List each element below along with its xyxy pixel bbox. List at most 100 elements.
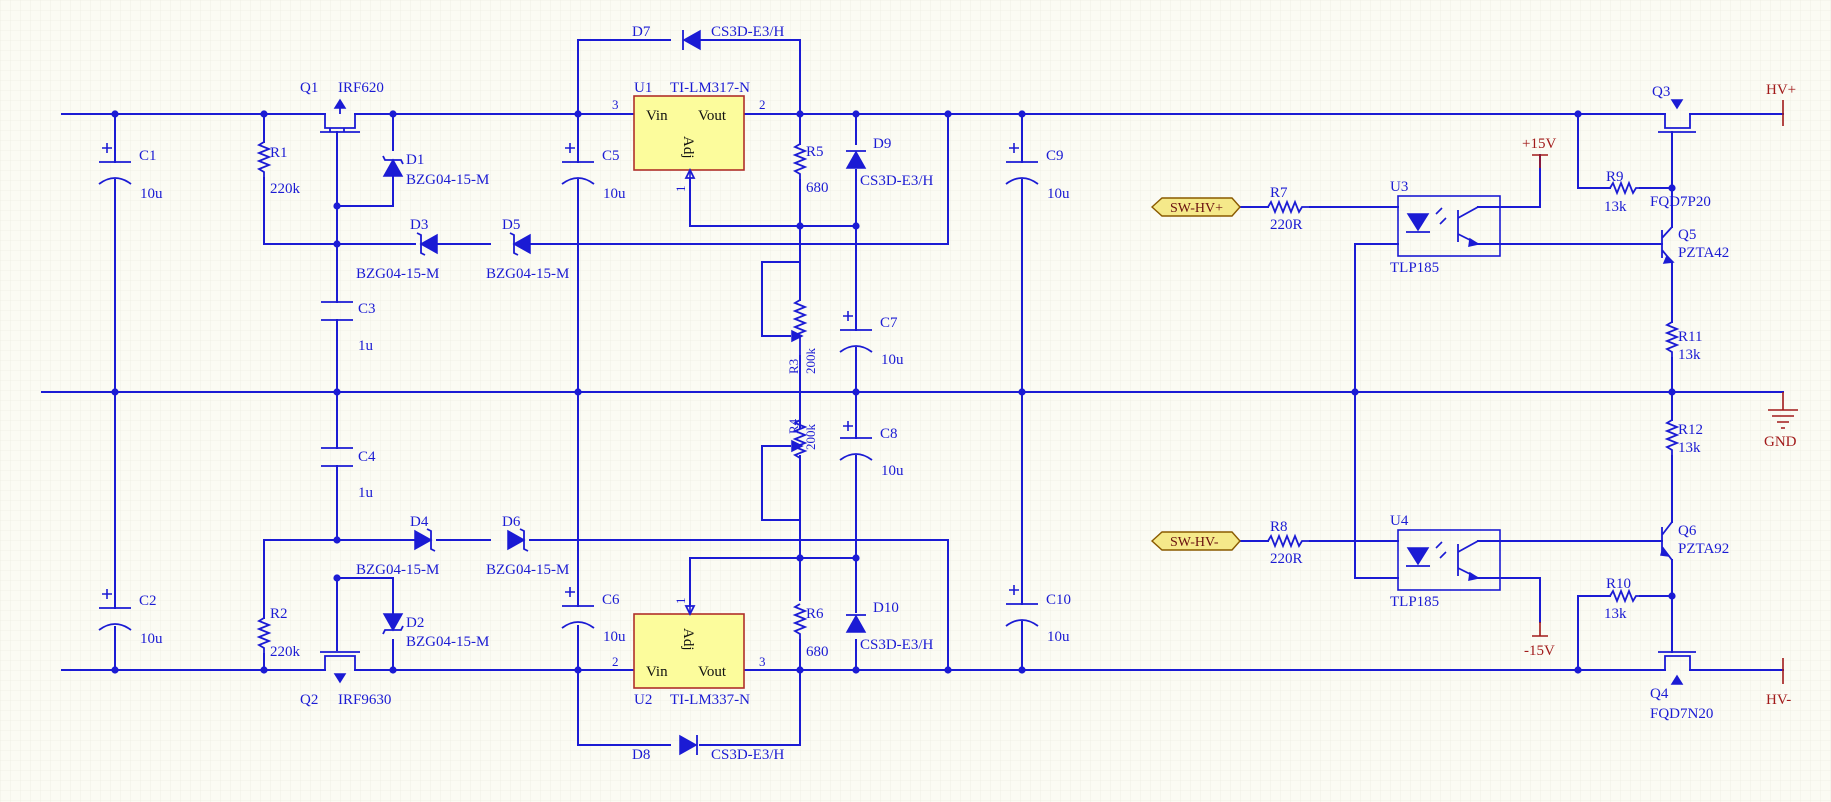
- optocoupler-u3: U3 TLP185: [1390, 179, 1501, 276]
- potentiometer-r3: R3 200k: [786, 299, 818, 375]
- r8-ref: R8: [1270, 519, 1288, 535]
- potentiometer-r4: R4 200k: [786, 418, 818, 476]
- u2-pin-num-in: 2: [612, 654, 619, 669]
- d8-value: CS3D-E3/H: [711, 747, 785, 763]
- q1-ref: Q1: [300, 80, 318, 96]
- c4-ref: C4: [358, 449, 376, 465]
- u3-ref: U3: [1390, 179, 1408, 195]
- regulator-u1: Vin Vout Adj 3 2 1 U1 TI-LM317-N: [612, 80, 766, 192]
- resistor-r12: R12 13k: [1664, 419, 1703, 456]
- minus-15v-label: -15V: [1524, 643, 1555, 659]
- c9-ref: C9: [1046, 148, 1064, 164]
- sw-hv-minus-label: SW-HV-: [1170, 535, 1219, 550]
- d10-ref: D10: [873, 600, 899, 616]
- r3-ref: R3: [786, 359, 801, 374]
- u1-pin-num-out: 2: [759, 97, 766, 112]
- sw-hv-plus-label: SW-HV+: [1170, 201, 1223, 216]
- u2-pin-adj: Adj: [680, 628, 696, 651]
- q5-value: PZTA42: [1678, 245, 1729, 261]
- mosfet-q1: Q1 IRF620: [300, 80, 384, 133]
- c8-ref: C8: [880, 426, 898, 442]
- d5-ref: D5: [502, 217, 520, 233]
- wires: [41, 39, 1784, 746]
- c7-ref: C7: [880, 315, 898, 331]
- hv-plus-label: HV+: [1766, 82, 1796, 98]
- d2-value: BZG04-15-M: [406, 634, 489, 650]
- c3-value: 1u: [358, 338, 374, 354]
- zener-diode-d1: D1 BZG04-15-M: [382, 152, 489, 188]
- d1-ref: D1: [406, 152, 424, 168]
- c5-value: 10u: [603, 186, 626, 202]
- zener-diode-d4: D4 BZG04-15-M: [356, 514, 439, 578]
- r3-value: 200k: [803, 348, 818, 375]
- r7-ref: R7: [1270, 185, 1288, 201]
- port-sw-hv-plus[interactable]: SW-HV+: [1150, 197, 1241, 217]
- d5-value: BZG04-15-M: [486, 266, 569, 282]
- r11-ref: R11: [1678, 329, 1702, 345]
- capacitor-c4: C4 1u: [321, 447, 376, 501]
- c2-value: 10u: [140, 631, 163, 647]
- q3-value: FQD7P20: [1650, 194, 1711, 210]
- regulator-u2: Vin Vout Adj 2 3 1 U2 TI-LM337-N: [612, 598, 766, 709]
- d3-ref: D3: [410, 217, 428, 233]
- resistor-r2: R2 220k: [256, 606, 301, 660]
- optocoupler-u4: U4 TLP185: [1390, 513, 1501, 610]
- r5-ref: R5: [806, 144, 824, 160]
- bjt-q5: Q5 PZTA42: [1661, 226, 1729, 264]
- u2-pin-num-adj: 1: [673, 598, 688, 605]
- u2-pin-vin: Vin: [646, 664, 668, 680]
- u2-value: TI-LM337-N: [670, 692, 750, 708]
- capacitor-c6: C6 10u: [561, 587, 626, 645]
- resistor-r11: R11 13k: [1664, 321, 1702, 363]
- d3-value: BZG04-15-M: [356, 266, 439, 282]
- d9-value: CS3D-E3/H: [860, 173, 934, 189]
- d10-value: CS3D-E3/H: [860, 637, 934, 653]
- mosfet-q4: Q4 FQD7N20: [1650, 651, 1713, 722]
- r10-ref: R10: [1606, 576, 1631, 592]
- resistor-r6: R6 680: [792, 603, 829, 660]
- hv-minus-label: HV-: [1766, 692, 1791, 708]
- q3-ref: Q3: [1652, 84, 1670, 100]
- q6-ref: Q6: [1678, 523, 1697, 539]
- u4-ref: U4: [1390, 513, 1409, 529]
- diode-d9: D9 CS3D-E3/H: [845, 136, 934, 189]
- resistor-r5: R5 680: [792, 143, 829, 196]
- resistor-r9: R9 13k: [1604, 169, 1640, 215]
- q5-ref: Q5: [1678, 227, 1696, 243]
- q1-value: IRF620: [338, 80, 384, 96]
- d7-value: CS3D-E3/H: [711, 24, 785, 40]
- zener-diode-d3: D3 BZG04-15-M: [356, 217, 439, 282]
- r1-ref: R1: [270, 145, 288, 161]
- u1-ref: U1: [634, 80, 652, 96]
- port-sw-hv-minus[interactable]: SW-HV-: [1150, 531, 1241, 551]
- capacitor-c8: C8 10u: [839, 421, 904, 479]
- capacitor-c9: C9 10u: [1005, 143, 1070, 202]
- r5-value: 680: [806, 180, 829, 196]
- capacitor-c2: C2 10u: [98, 589, 163, 647]
- capacitor-c3: C3 1u: [321, 301, 376, 354]
- c6-value: 10u: [603, 629, 626, 645]
- r12-value: 13k: [1678, 440, 1701, 456]
- r4-value: 200k: [803, 424, 818, 451]
- u1-pin-num-adj: 1: [673, 186, 688, 193]
- q6-value: PZTA92: [1678, 541, 1729, 557]
- capacitor-c7: C7 10u: [839, 311, 904, 368]
- capacitor-c5: C5 10u: [561, 143, 626, 202]
- d6-value: BZG04-15-M: [486, 562, 569, 578]
- r8-value: 220R: [1270, 551, 1303, 567]
- r2-ref: R2: [270, 606, 288, 622]
- q2-value: IRF9630: [338, 692, 391, 708]
- resistor-r8: R8 220R: [1267, 519, 1310, 567]
- mosfet-q3: Q3 FQD7P20: [1650, 84, 1711, 210]
- junctions: [111, 110, 1676, 674]
- u2-ref: U2: [634, 692, 652, 708]
- q2-ref: Q2: [300, 692, 318, 708]
- u3-value: TLP185: [1390, 260, 1439, 276]
- c4-value: 1u: [358, 485, 374, 501]
- u1-pin-num-in: 3: [612, 97, 619, 112]
- diode-d8: D8 CS3D-E3/H: [632, 734, 785, 763]
- r9-ref: R9: [1606, 169, 1624, 185]
- c2-ref: C2: [139, 593, 157, 609]
- d8-ref: D8: [632, 747, 650, 763]
